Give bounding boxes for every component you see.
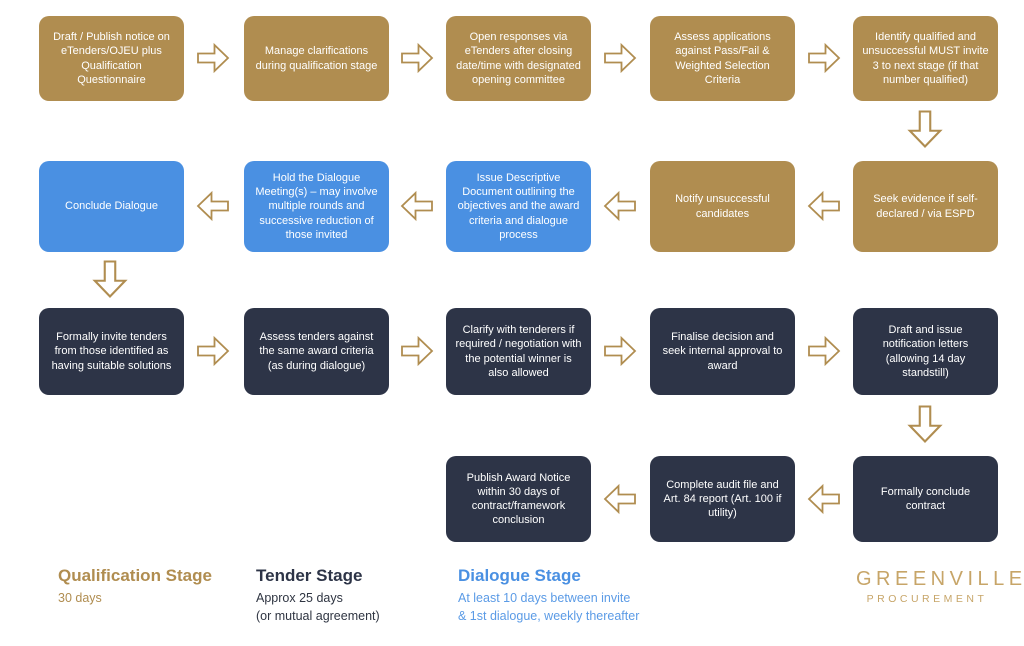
legend-qualification-stage: Qualification Stage 30 days (58, 566, 212, 607)
flow-arrow-left-icon (806, 188, 842, 224)
step-formally-conclude-contract: Formally conclude contract (853, 456, 998, 542)
flow-arrow-down-icon (904, 402, 946, 446)
step-publish-award-notice: Publish Award Notice within 30 days of c… (446, 456, 591, 542)
flow-arrow-left-icon (602, 481, 638, 517)
legend-dialogue-note: & 1st dialogue, weekly thereafter (458, 609, 640, 624)
legend-tender-stage: Tender Stage Approx 25 days (or mutual a… (256, 566, 380, 625)
legend-tender-duration: Approx 25 days (256, 591, 343, 605)
step-draft-notification-letters: Draft and issue notification letters (al… (853, 308, 998, 395)
step-hold-dialogue-meetings: Hold the Dialogue Meeting(s) – may invol… (244, 161, 389, 252)
step-formally-invite-tenders: Formally invite tenders from those ident… (39, 308, 184, 395)
flow-arrow-left-icon (399, 188, 435, 224)
logo-subtitle: PROCUREMENT (866, 593, 988, 605)
legend-dialogue-duration: At least 10 days between invite (458, 591, 631, 605)
flow-arrow-right-icon (602, 333, 638, 369)
step-complete-audit-file: Complete audit file and Art. 84 report (… (650, 456, 795, 542)
flow-arrow-right-icon (399, 333, 435, 369)
step-open-responses: Open responses via eTenders after closin… (446, 16, 591, 101)
step-assess-tenders: Assess tenders against the same award cr… (244, 308, 389, 395)
flow-arrow-right-icon (195, 333, 231, 369)
step-draft-publish-notice: Draft / Publish notice on eTenders/OJEU … (39, 16, 184, 101)
greenville-procurement-logo: GREENVILLE PROCUREMENT (856, 568, 1024, 605)
flow-arrow-right-icon (806, 40, 842, 76)
legend-tender-title: Tender Stage (256, 566, 363, 585)
flow-arrow-right-icon (602, 40, 638, 76)
step-conclude-dialogue: Conclude Dialogue (39, 161, 184, 252)
legend-dialogue-stage: Dialogue Stage At least 10 days between … (458, 566, 639, 625)
legend-tender-note: (or mutual agreement) (256, 609, 380, 624)
step-notify-unsuccessful: Notify unsuccessful candidates (650, 161, 795, 252)
flow-arrow-right-icon (399, 40, 435, 76)
step-seek-evidence: Seek evidence if self-declared / via ESP… (853, 161, 998, 252)
flow-arrow-left-icon (806, 481, 842, 517)
flow-arrow-left-icon (195, 188, 231, 224)
flow-arrow-down-icon (89, 257, 131, 301)
flow-arrow-left-icon (602, 188, 638, 224)
logo-name: GREENVILLE (856, 568, 1024, 590)
step-manage-clarifications: Manage clarifications during qualificati… (244, 16, 389, 101)
step-assess-applications: Assess applications against Pass/Fail & … (650, 16, 795, 101)
legend-dialogue-title: Dialogue Stage (458, 566, 581, 585)
legend-qualification-title: Qualification Stage (58, 566, 212, 585)
flow-arrow-down-icon (904, 107, 946, 151)
flow-arrow-right-icon (806, 333, 842, 369)
step-clarify-with-tenderers: Clarify with tenderers if required / neg… (446, 308, 591, 395)
legend-qualification-duration: 30 days (58, 591, 102, 605)
step-identify-qualified: Identify qualified and unsuccessful MUST… (853, 16, 998, 101)
flow-arrow-right-icon (195, 40, 231, 76)
step-issue-descriptive-document: Issue Descriptive Document outlining the… (446, 161, 591, 252)
step-finalise-decision: Finalise decision and seek internal appr… (650, 308, 795, 395)
